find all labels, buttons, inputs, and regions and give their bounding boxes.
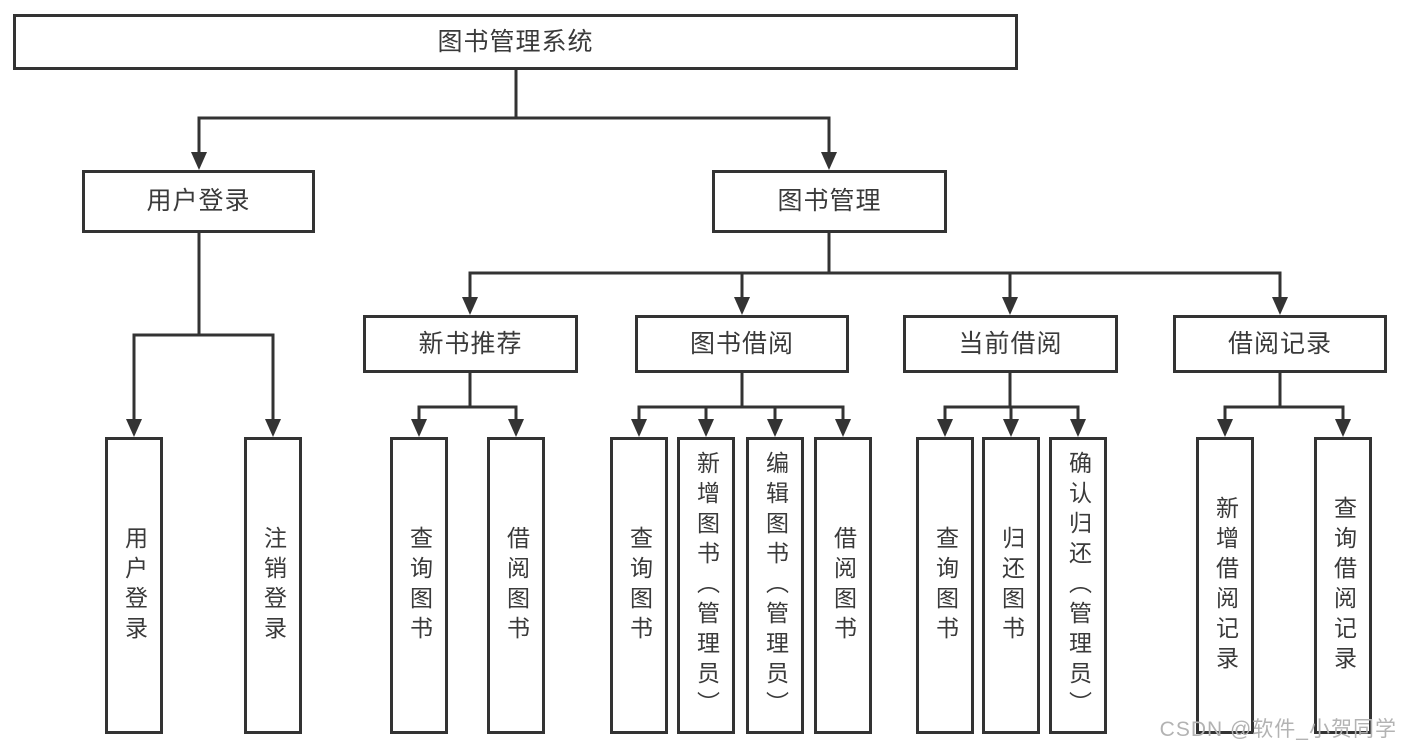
node-book-management: 图书管理	[712, 170, 947, 233]
leaf-cb-confirm-return-admin: 确认归还（管理员）	[1049, 437, 1107, 734]
connector-user-login-children	[126, 231, 281, 437]
node-user-login: 用户登录	[82, 170, 315, 233]
connector-new-book-recommend-children	[411, 371, 524, 437]
leaf-bb-borrow-books: 借阅图书	[814, 437, 872, 734]
node-library-management-system: 图书管理系统	[13, 14, 1018, 70]
leaf-logout-login: 注销登录	[244, 437, 302, 734]
connector-book-management-children	[462, 231, 1288, 315]
leaf-cb-return-books: 归还图书	[982, 437, 1040, 734]
leaf-bb-query-books: 查询图书	[610, 437, 668, 734]
node-borrow-records: 借阅记录	[1173, 315, 1387, 373]
connector-root-to-level2	[191, 68, 837, 170]
csdn-watermark: CSDN @软件_小贺同学	[1159, 718, 1397, 741]
connector-book-borrow-children	[631, 371, 851, 437]
connector-borrow-records-children	[1217, 371, 1351, 437]
node-new-book-recommend: 新书推荐	[363, 315, 578, 373]
leaf-user-login: 用户登录	[105, 437, 163, 734]
leaf-br-query-borrow-record: 查询借阅记录	[1314, 437, 1372, 734]
leaf-br-add-borrow-record: 新增借阅记录	[1196, 437, 1254, 734]
node-book-borrow: 图书借阅	[635, 315, 849, 373]
leaf-nbr-borrow-books: 借阅图书	[487, 437, 545, 734]
connector-current-borrow-children	[937, 371, 1086, 437]
leaf-nbr-query-books: 查询图书	[390, 437, 448, 734]
leaf-bb-add-book-admin: 新增图书（管理员）	[677, 437, 735, 734]
leaf-bb-edit-book-admin: 编辑图书（管理员）	[746, 437, 804, 734]
leaf-cb-query-books: 查询图书	[916, 437, 974, 734]
node-current-borrow: 当前借阅	[903, 315, 1118, 373]
